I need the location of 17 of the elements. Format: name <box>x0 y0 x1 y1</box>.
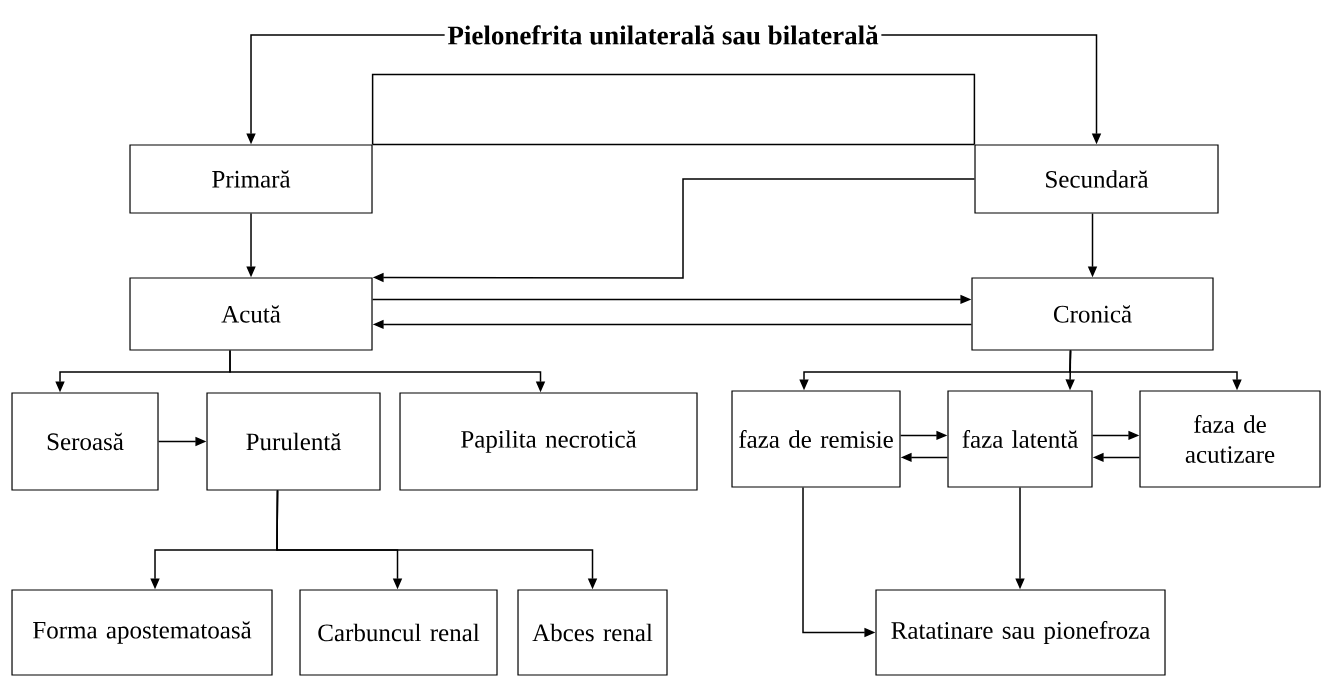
process-box: Papilita necrotică <box>399 392 698 491</box>
process-box: Acută <box>129 277 373 351</box>
process-box: Primară <box>129 144 373 214</box>
process-box: Forma apostematoasă <box>11 589 273 676</box>
process-box: Carbuncul renal <box>299 589 498 676</box>
process-box: Seroasă <box>11 392 159 491</box>
process-box: Cronică <box>971 277 1214 351</box>
process-box: Abces renal <box>517 589 668 676</box>
connector-line <box>371 143 976 146</box>
title: Pielonefrita unilaterală sau bilaterală <box>447 25 879 45</box>
process-box: faza latentă <box>947 390 1093 488</box>
process-box: faza de remisie <box>731 390 901 488</box>
process-box: Ratatinare sau pionefroza <box>875 589 1166 676</box>
connector-line <box>371 73 976 146</box>
process-box: Secundară <box>974 144 1219 214</box>
process-box: Purulentă <box>206 392 381 491</box>
process-box: faza de acutizare <box>1139 390 1321 488</box>
